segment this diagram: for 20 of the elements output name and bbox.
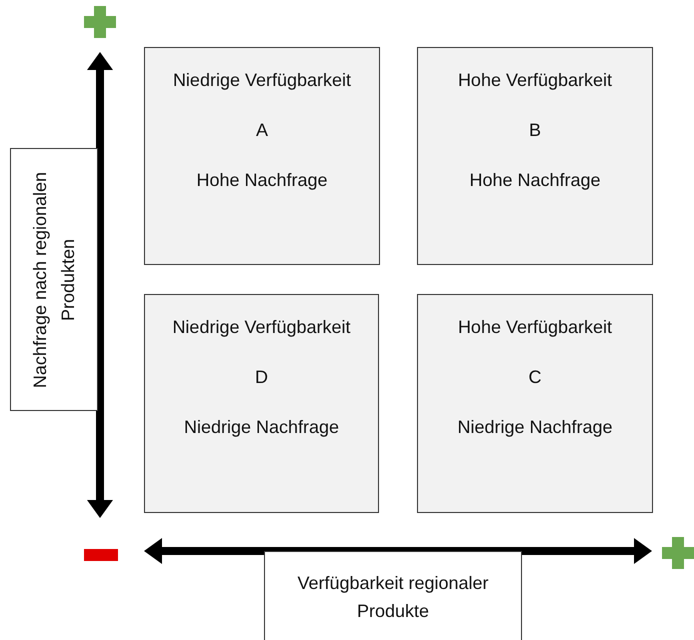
quadrant-box (144, 294, 379, 513)
quadrant-letter: C (528, 366, 542, 389)
axis-label: Verfügbarkeit regionaler Produkte (296, 572, 490, 623)
axis-label: Nachfrage nach regionalen Produkten (29, 170, 79, 390)
quadrant-label: Hohe Verfügbarkeit (456, 316, 614, 339)
quadrant-label: Niedrige Verfügbarkeit (172, 69, 352, 92)
axis-label-box (10, 148, 98, 411)
quadrant-box (417, 294, 653, 513)
quadrant-label: Niedrige Verfügbarkeit (171, 316, 352, 339)
quadrant-box (417, 47, 653, 265)
axis-label-box (264, 551, 522, 640)
quadrant-letter: B (528, 119, 542, 142)
quadrant-letter: D (254, 366, 269, 389)
quadrant-label: Niedrige Nachfrage (182, 416, 340, 439)
quadrant-letter: A (254, 119, 269, 142)
quadrant-box (144, 47, 380, 265)
quadrant-label: Hohe Nachfrage (195, 169, 329, 192)
quadrant-label: Niedrige Nachfrage (456, 416, 614, 439)
quadrant-label: Hohe Verfügbarkeit (456, 69, 614, 92)
quadrant-label: Hohe Nachfrage (468, 169, 602, 192)
